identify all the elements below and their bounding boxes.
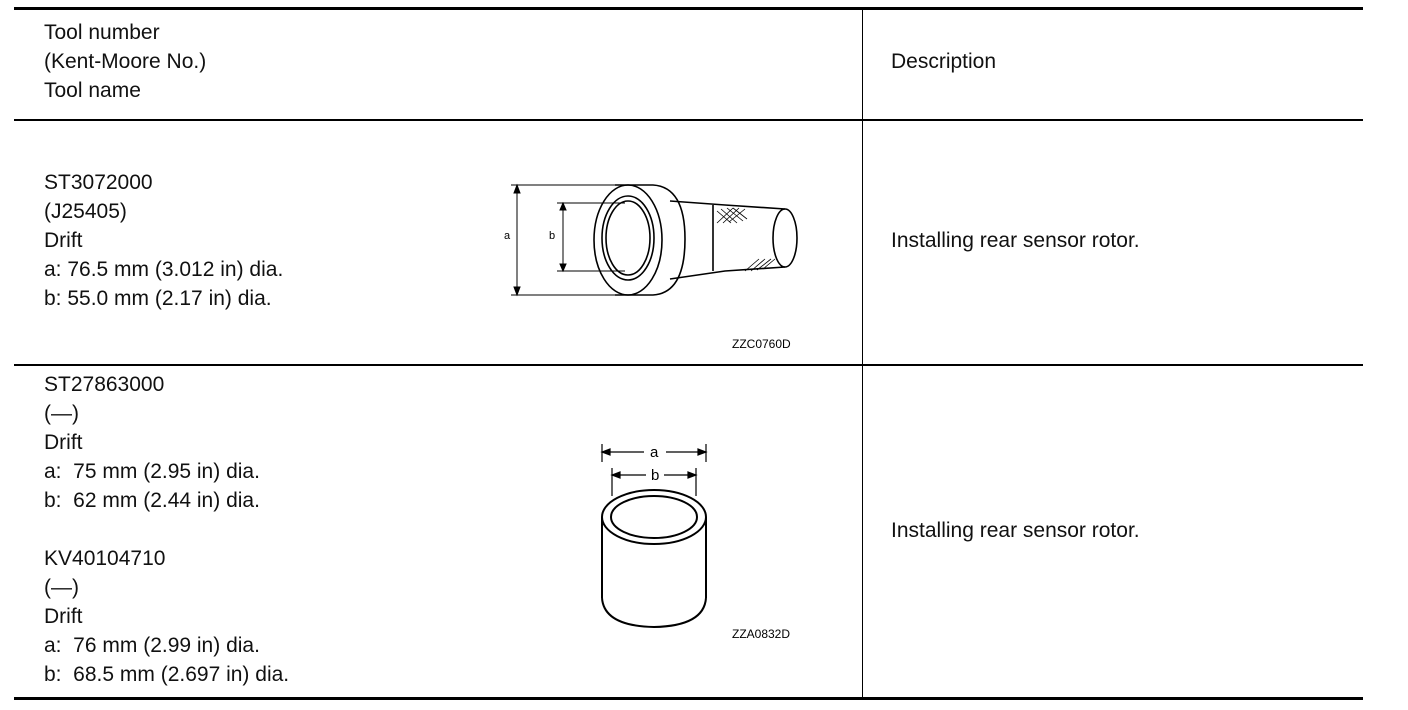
- table-bottom-border: [14, 697, 1363, 700]
- drift-st3072000-illustration: a b ZZC0760D: [504, 183, 798, 351]
- row1-tool-cell: ST3072000 (J25405) Drift a: 76.5 mm (3.012 …: [44, 168, 283, 313]
- tool-line: (—): [44, 576, 79, 599]
- header-tool-line: (Kent-Moore No.): [44, 50, 207, 73]
- figure-code: ZZA0832D: [732, 627, 790, 641]
- tool-line: (J25405): [44, 200, 127, 223]
- tool-line: b: 62 mm (2.44 in) dia.: [44, 489, 260, 512]
- dimension-a: [511, 183, 615, 297]
- cylinder-body: [601, 489, 707, 629]
- figure-code: ZZC0760D: [732, 337, 791, 351]
- dimension-a-label: a: [504, 230, 511, 242]
- tool-line: a: 76 mm (2.99 in) dia.: [44, 634, 260, 657]
- header-tool-cell: Tool number (Kent-Moore No.) Tool name: [44, 18, 206, 105]
- tool-line: Drift: [44, 605, 83, 628]
- table-top-border: [14, 7, 1363, 10]
- row2-tool-cell: ST27863000 (—) Drift a: 75 mm (2.95 in) dia…: [44, 370, 289, 689]
- dimension-b-label: b: [549, 230, 555, 242]
- tool-line: b: 68.5 mm (2.697 in) dia.: [44, 663, 290, 686]
- dimension-b: [610, 468, 698, 496]
- drift-cylinder-illustration: a b ZZA0832D: [600, 444, 790, 641]
- header-description: Description: [891, 50, 997, 73]
- dimension-a-label: a: [650, 444, 659, 461]
- drift-body: [593, 184, 798, 296]
- tool-line: b: 55.0 mm (2.17 in) dia.: [44, 287, 272, 310]
- header-tool-line: Tool name: [44, 79, 141, 102]
- tool-line: a: 76.5 mm (3.012 in) dia.: [44, 258, 284, 281]
- row-divider: [14, 364, 1363, 366]
- dimension-a: [600, 444, 708, 462]
- header-tool-line: Tool number: [44, 21, 160, 44]
- tool-line: (—): [44, 402, 79, 425]
- tool-line: a: 75 mm (2.95 in) dia.: [44, 460, 260, 483]
- dimension-b: [557, 201, 625, 273]
- knurl-pattern: [716, 207, 776, 272]
- tool-line: KV40104710: [44, 547, 166, 570]
- row2-description: Installing rear sensor rotor.: [891, 519, 1140, 542]
- tool-line: ST27863000: [44, 373, 165, 396]
- tool-line: [44, 515, 289, 544]
- tool-line: ST3072000: [44, 171, 153, 194]
- tool-line: Drift: [44, 431, 83, 454]
- tool-line: Drift: [44, 229, 83, 252]
- dimension-b-label: b: [651, 467, 659, 484]
- header-divider: [14, 119, 1363, 121]
- row1-description: Installing rear sensor rotor.: [891, 229, 1140, 252]
- column-divider: [862, 7, 863, 700]
